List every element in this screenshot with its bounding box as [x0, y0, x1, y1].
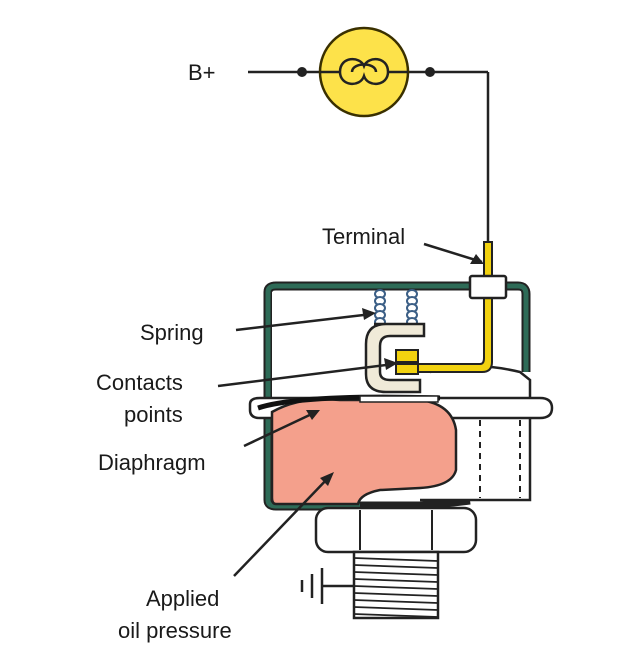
oil-pressure-leader [233, 475, 331, 577]
wire-junction-right [425, 67, 435, 77]
thread-line [353, 564, 439, 569]
spring-label: Spring [140, 320, 204, 345]
thread-line [353, 599, 439, 604]
leader-lines [217, 242, 484, 577]
spring-leader [235, 312, 373, 332]
thread-line [353, 557, 439, 562]
diaphragm-label: Diaphragm [98, 450, 206, 475]
housing-green-band [265, 283, 529, 372]
contacts-leader [217, 362, 395, 388]
thread-line [353, 592, 439, 597]
wire-junction-left [297, 67, 307, 77]
contact-points [395, 349, 419, 375]
moving-contact [395, 349, 419, 363]
threaded-stem [352, 550, 440, 620]
contacts-label-line1: Contacts [96, 370, 183, 395]
thread-line [353, 585, 439, 590]
ground-icon [300, 568, 354, 604]
terminal-leader [423, 242, 483, 264]
labels: B+ Terminal Spring Contacts points Diaph… [96, 60, 405, 643]
terminal-strip [399, 241, 508, 373]
hex-nut [314, 506, 478, 554]
terminal-insulator [468, 274, 508, 300]
oil-label-line2: oil pressure [118, 618, 232, 643]
thread-line [353, 571, 439, 576]
thread-line [353, 606, 439, 611]
contact-bracket [364, 322, 426, 394]
fixed-contact [395, 363, 419, 375]
contacts-label-line2: points [124, 402, 183, 427]
spring [374, 289, 418, 327]
thread-line [353, 613, 439, 618]
terminal-label: Terminal [322, 224, 405, 249]
housing-green-band [265, 292, 360, 509]
supply-label: B+ [188, 60, 216, 85]
oil-label-line1: Applied [146, 586, 219, 611]
diaphragm-leader [243, 410, 317, 448]
lamp-icon [318, 26, 410, 118]
diaphragm [257, 394, 458, 506]
circuit-wire [248, 67, 490, 250]
thread-line [353, 578, 439, 583]
diaphragm-pad [359, 395, 439, 403]
